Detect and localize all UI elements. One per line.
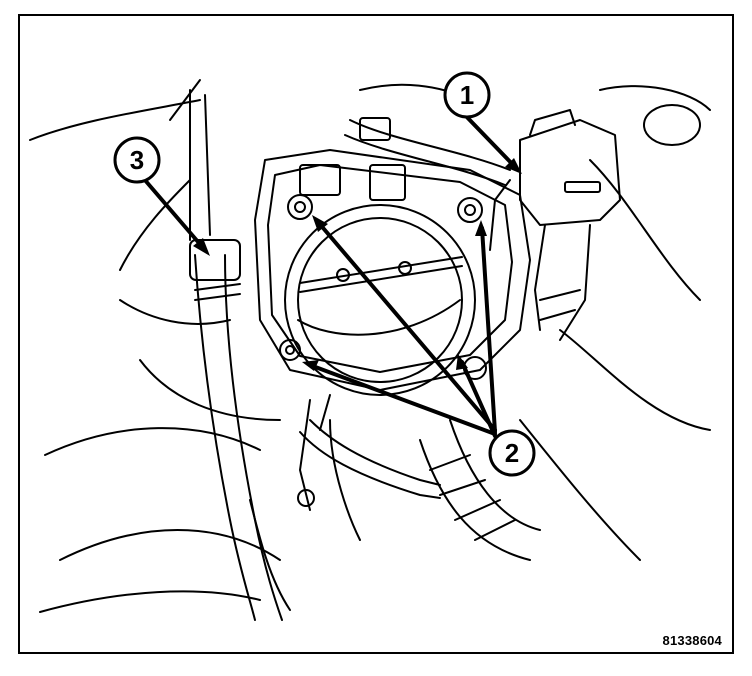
bolt-upper-right [457,197,483,223]
callout-1: 1 [443,71,491,119]
top-vacuum-line [299,117,511,201]
bolt-upper-left [287,194,313,220]
air-duct-coupler [419,419,541,561]
mounting-bolts [279,194,487,380]
electrical-connector [489,109,621,341]
coolant-hose [189,239,283,621]
callout-3: 3 [113,136,161,184]
callout-2: 2 [488,429,536,477]
arrow-heads [193,158,522,371]
callout-3-label: 3 [130,145,144,175]
leader-arrows [136,110,520,438]
bolt-lower-left [279,339,301,361]
figure-id: 81338604 [662,633,722,648]
lower-tube [297,394,441,511]
callout-2-label: 2 [505,438,519,468]
callout-1-label: 1 [460,80,474,110]
